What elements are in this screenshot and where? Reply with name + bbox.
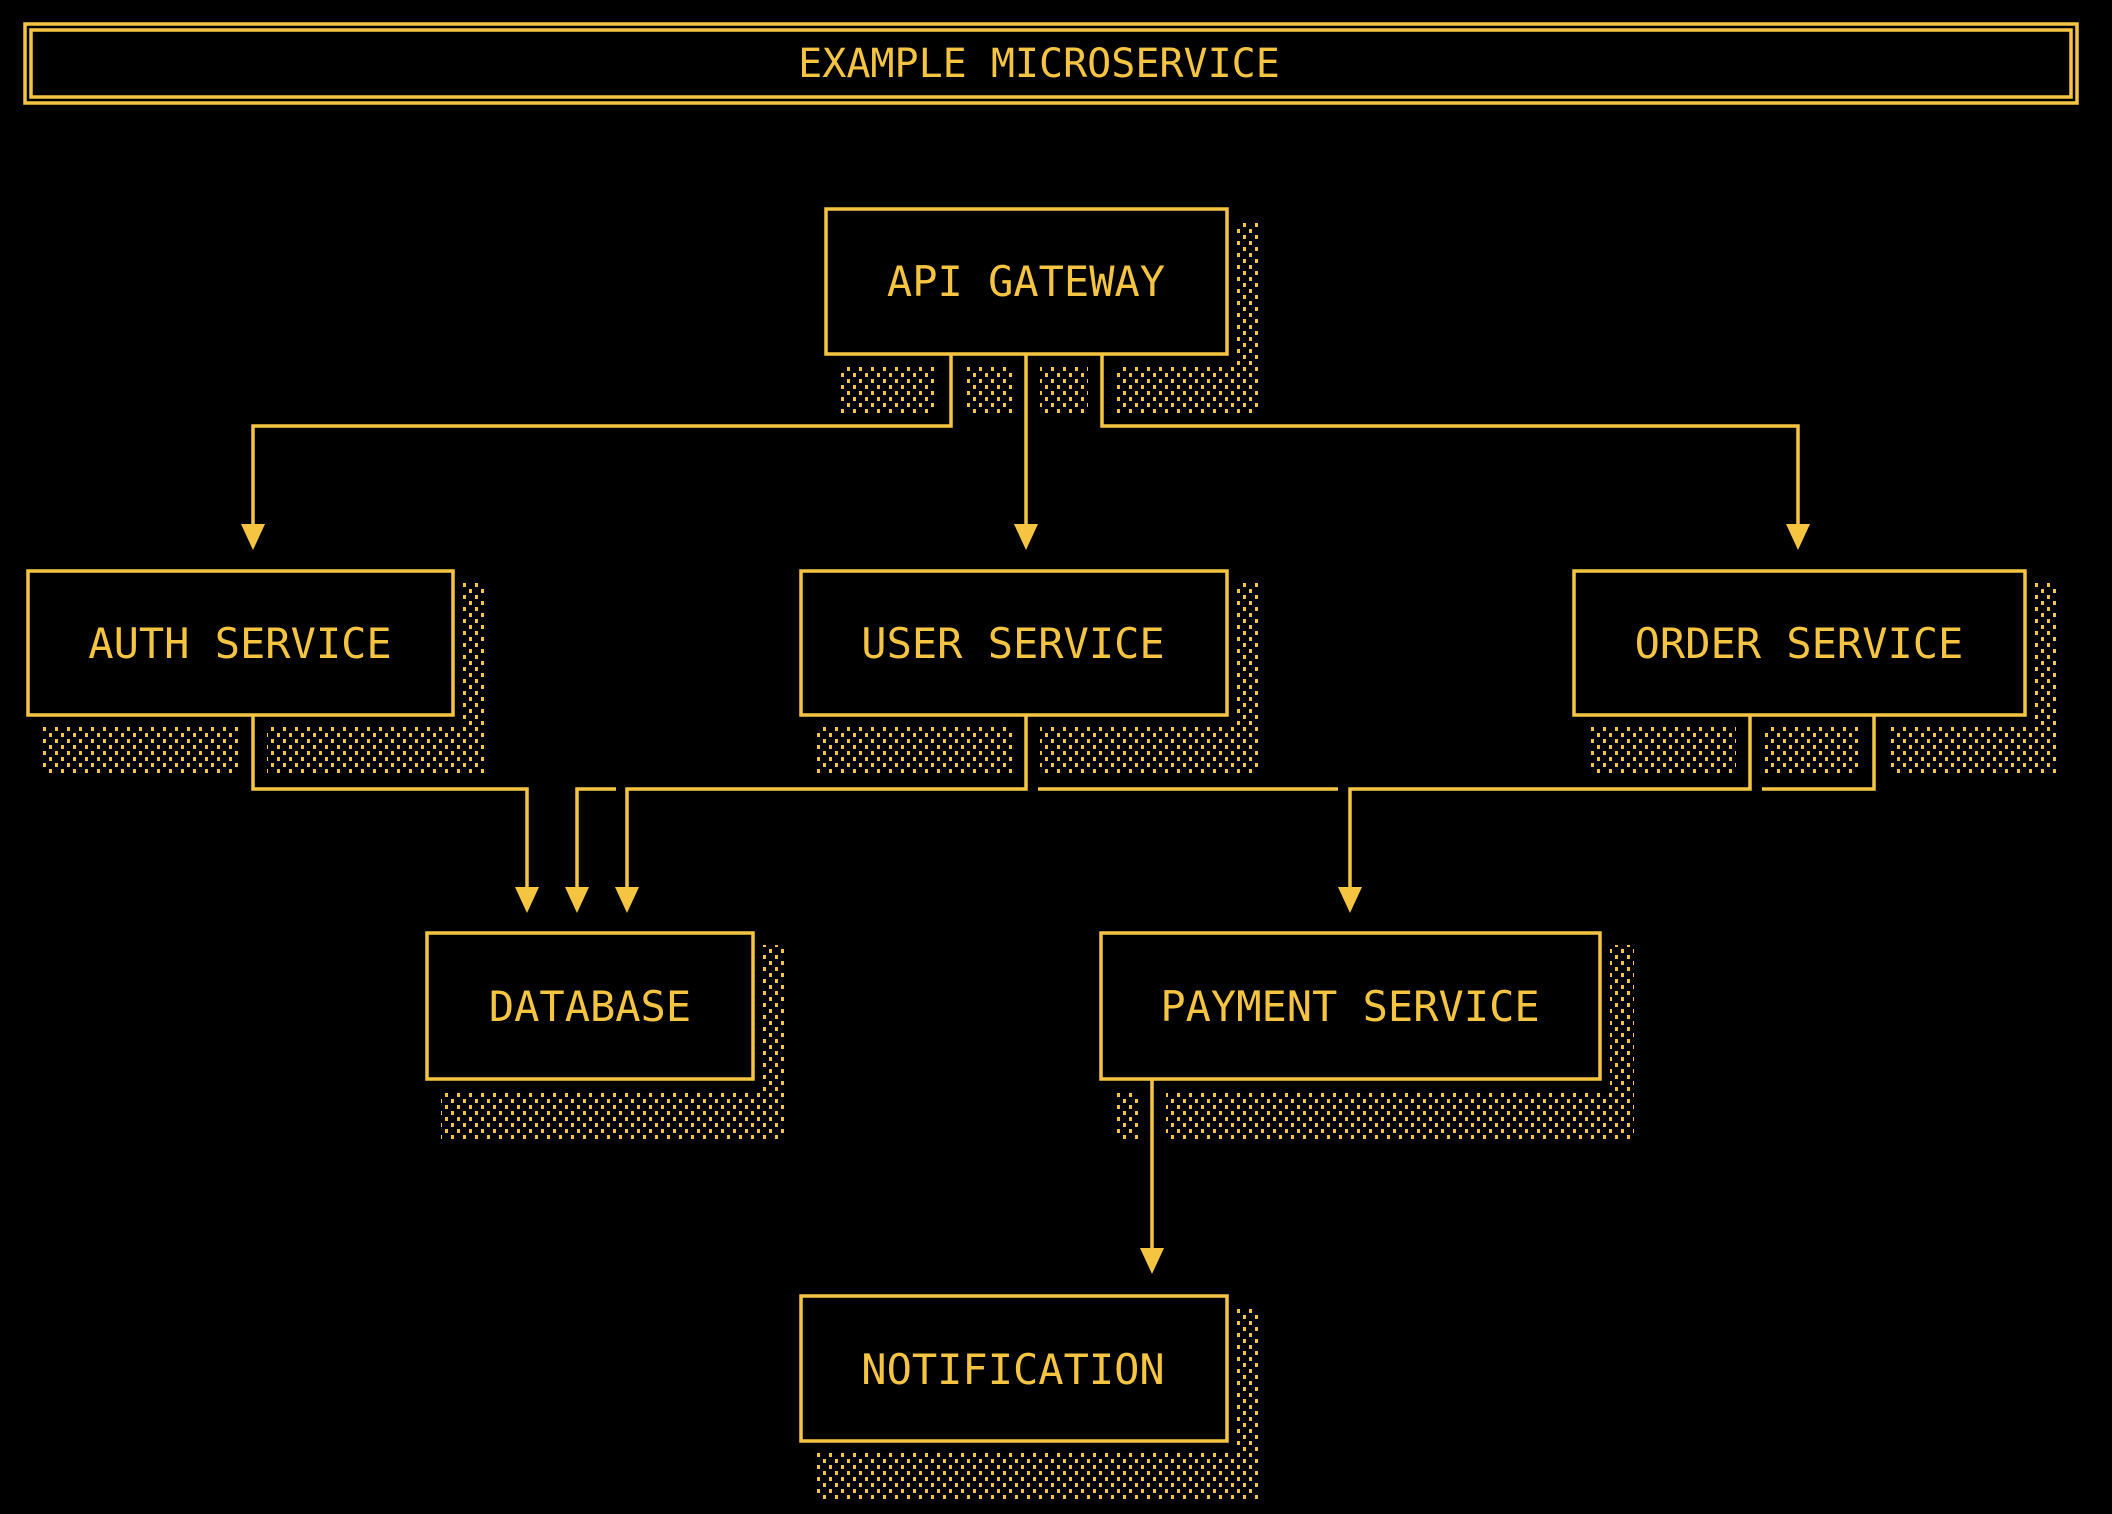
payment-service-label: PAYMENT SERVICE [1160,982,1539,1031]
arrowhead-icon [241,524,265,550]
database-box[interactable] [425,931,755,1081]
node-payment-service[interactable]: PAYMENT SERVICE [1099,931,1602,1081]
connector-api-gateway-to-auth-service [251,354,953,524]
database-shadow [441,945,787,1139]
api-gateway-box[interactable] [824,207,1229,356]
user-service-shadow [815,583,1261,775]
shadow-dots-bottom [1588,727,1736,775]
shadow-dots-bottom [965,366,1012,414]
shadow-dots-bottom [267,727,487,775]
arrowhead-icon [1140,1248,1164,1274]
api-gateway-label: API GATEWAY [887,257,1165,306]
shadow-dots-bottom [1040,366,1088,414]
shadow-dots-bottom [441,1091,787,1139]
node-api-gateway[interactable]: API GATEWAY [824,207,1229,356]
node-user-service[interactable]: USER SERVICE [799,569,1229,717]
connectors [241,354,1876,1274]
connector-api-gateway-to-order-service [1100,354,1800,524]
auth-service-box[interactable] [26,569,455,717]
title-outer-border [23,22,2079,105]
connector-user-service-to-database [625,715,1028,887]
order-service-box[interactable] [1572,569,2027,717]
database-label: DATABASE [489,982,691,1031]
shadow-dots-bottom [1040,727,1261,775]
auth-service-label: AUTH SERVICE [88,619,391,668]
user-service-box[interactable] [799,569,1229,717]
shadow-dots-bottom [815,1453,1261,1501]
node-notification[interactable]: NOTIFICATION [799,1294,1229,1443]
user-service-label: USER SERVICE [861,619,1164,668]
shadow-dots-bottom [42,727,239,775]
auth-service-shadow [42,583,487,775]
arrowhead-icon [615,887,639,913]
shadow-dots-bottom [1764,727,1860,775]
title-inner-border [29,28,2073,99]
api-gateway-shadow [840,221,1261,414]
notification-box[interactable] [799,1294,1229,1443]
node-order-service[interactable]: ORDER SERVICE [1572,569,2027,717]
connector-order-service-stem [1762,715,1876,791]
notification-label: NOTIFICATION [861,1345,1164,1394]
title-banner: EXAMPLE MICROSERVICE [23,22,2079,105]
shadow-dots-bottom [1116,366,1261,414]
connector-order-service-to-database [575,787,616,887]
payment-service-box[interactable] [1099,931,1602,1081]
notification-shadow [815,1308,1261,1501]
shadow-dots-bottom [1166,1091,1634,1139]
node-auth-service[interactable]: AUTH SERVICE [26,569,455,717]
connector-auth-service-to-database [251,715,529,887]
shadow-dots-bottom [840,366,937,414]
order-service-label: ORDER SERVICE [1635,619,1964,668]
order-service-shadow [1588,583,2059,775]
node-database[interactable]: DATABASE [425,931,755,1081]
arrowhead-icon [515,887,539,913]
arrowhead-icon [1014,524,1038,550]
connector-order-service-to-payment-service [1348,715,1752,887]
payment-service-shadow [1115,945,1634,1139]
arrowhead-icon [1338,887,1362,913]
shadow-dots-bottom [1115,1091,1138,1139]
shadow-dots-bottom [1888,727,2059,775]
diagram-title: EXAMPLE MICROSERVICE [798,41,1280,87]
arrowhead-icon [565,887,589,913]
arrowhead-icon [1786,524,1810,550]
node-shadows [42,221,2059,1501]
shadow-dots-bottom [815,727,1012,775]
